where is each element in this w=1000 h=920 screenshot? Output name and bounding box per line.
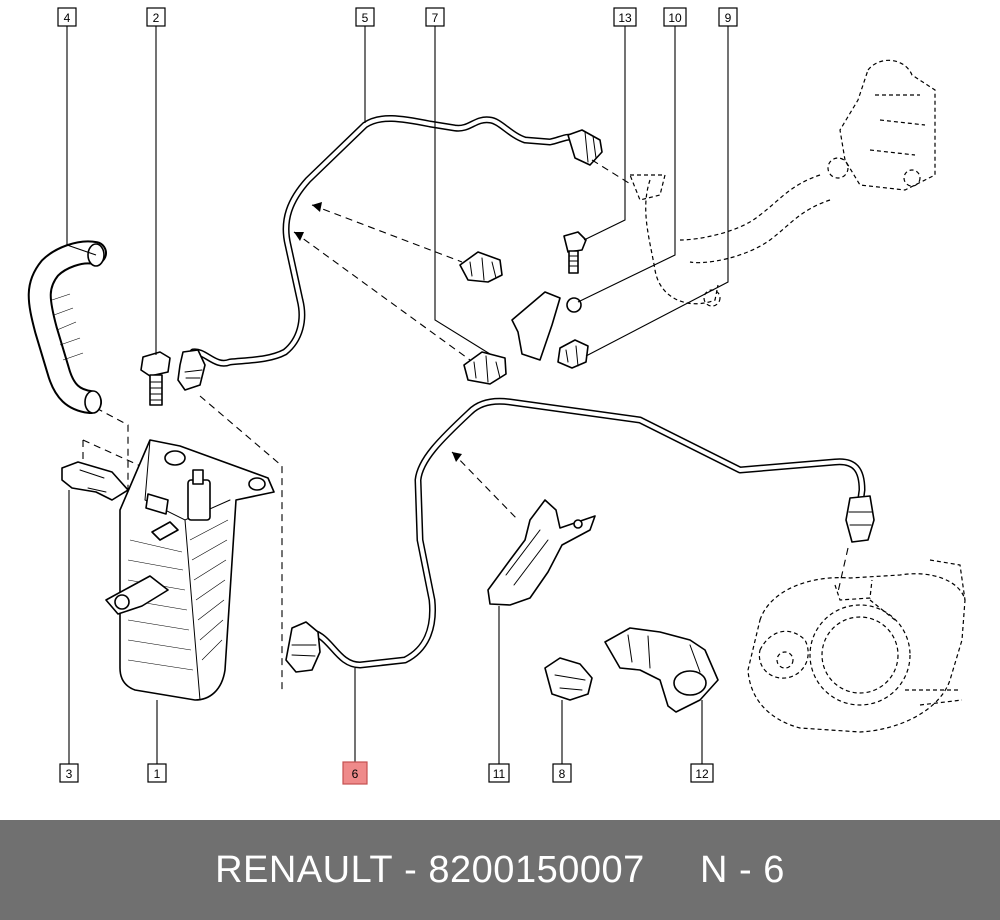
callout-box-9 bbox=[718, 7, 738, 27]
bolt-part-2 bbox=[140, 351, 171, 406]
callout-label-5: 5 bbox=[362, 11, 369, 25]
valve-part-8 bbox=[544, 657, 593, 701]
callout-11: 11 bbox=[488, 763, 510, 783]
callout-box-4 bbox=[57, 7, 77, 27]
holder-part-11 bbox=[487, 499, 596, 606]
callout-leaders bbox=[66, 25, 729, 765]
exploded-parts-diagram: 4 2 5 7 13 10 9 3 1 6 11 8 12 bbox=[27, 7, 966, 785]
ghost-engine-parts bbox=[629, 59, 966, 733]
brand-name: RENAULT bbox=[215, 848, 394, 891]
callout-label-8: 8 bbox=[559, 767, 566, 781]
callout-8: 8 bbox=[552, 763, 572, 783]
nut-part-9 bbox=[557, 339, 589, 369]
part-info-footer: RENAULT - 8200150007 N - 6 bbox=[0, 820, 1000, 920]
footer-gap bbox=[645, 849, 700, 892]
callout-label-11: 11 bbox=[493, 767, 506, 781]
callout-box-11 bbox=[488, 763, 510, 783]
callout-label-7: 7 bbox=[432, 11, 439, 25]
callout-box-12 bbox=[690, 763, 714, 783]
callout-label-9: 9 bbox=[725, 11, 732, 25]
callout-6: 6 bbox=[342, 761, 368, 785]
callout-label-12: 12 bbox=[695, 767, 709, 781]
callout-label-4: 4 bbox=[64, 11, 71, 25]
bracket-part-10 bbox=[511, 291, 582, 361]
solenoid-part-12 bbox=[604, 627, 719, 713]
stud-part-13 bbox=[563, 231, 587, 274]
callout-9: 9 bbox=[718, 7, 738, 27]
canister-part-1 bbox=[105, 439, 275, 701]
callout-3: 3 bbox=[59, 763, 79, 783]
callout-label-6: 6 bbox=[352, 767, 359, 781]
hose-part-4 bbox=[27, 240, 107, 414]
lower-vapour-pipe bbox=[285, 397, 875, 673]
callout-box-5 bbox=[355, 7, 375, 27]
callout-13: 13 bbox=[613, 7, 637, 27]
callout-label-2: 2 bbox=[153, 11, 160, 25]
callout-box-1 bbox=[147, 763, 167, 783]
clip-part-7 bbox=[459, 251, 507, 385]
callout-layer: 4 2 5 7 13 10 9 3 1 6 11 8 12 bbox=[57, 7, 738, 785]
callout-box-13 bbox=[613, 7, 637, 27]
callout-5: 5 bbox=[355, 7, 375, 27]
callout-box-6 bbox=[342, 761, 368, 785]
callout-4: 4 bbox=[57, 7, 77, 27]
assembly-dash-lines bbox=[82, 159, 849, 690]
callout-box-8 bbox=[552, 763, 572, 783]
callout-box-3 bbox=[59, 763, 79, 783]
callout-12: 12 bbox=[690, 763, 714, 783]
footer-separator: - bbox=[393, 848, 429, 891]
callout-box-2 bbox=[146, 7, 166, 27]
diagram-reference: N - 6 bbox=[700, 848, 785, 891]
callout-10: 10 bbox=[663, 7, 687, 27]
callout-box-10 bbox=[663, 7, 687, 27]
part-number: 8200150007 bbox=[428, 848, 645, 891]
callout-label-1: 1 bbox=[154, 767, 161, 781]
callout-label-13: 13 bbox=[618, 11, 632, 25]
callout-box-7 bbox=[425, 7, 445, 27]
callout-label-10: 10 bbox=[668, 11, 682, 25]
callout-label-3: 3 bbox=[66, 767, 73, 781]
callout-7: 7 bbox=[425, 7, 445, 27]
upper-vapour-pipe bbox=[177, 114, 603, 391]
callout-1: 1 bbox=[147, 763, 167, 783]
callout-2: 2 bbox=[146, 7, 166, 27]
clip-part-3 bbox=[61, 461, 129, 501]
